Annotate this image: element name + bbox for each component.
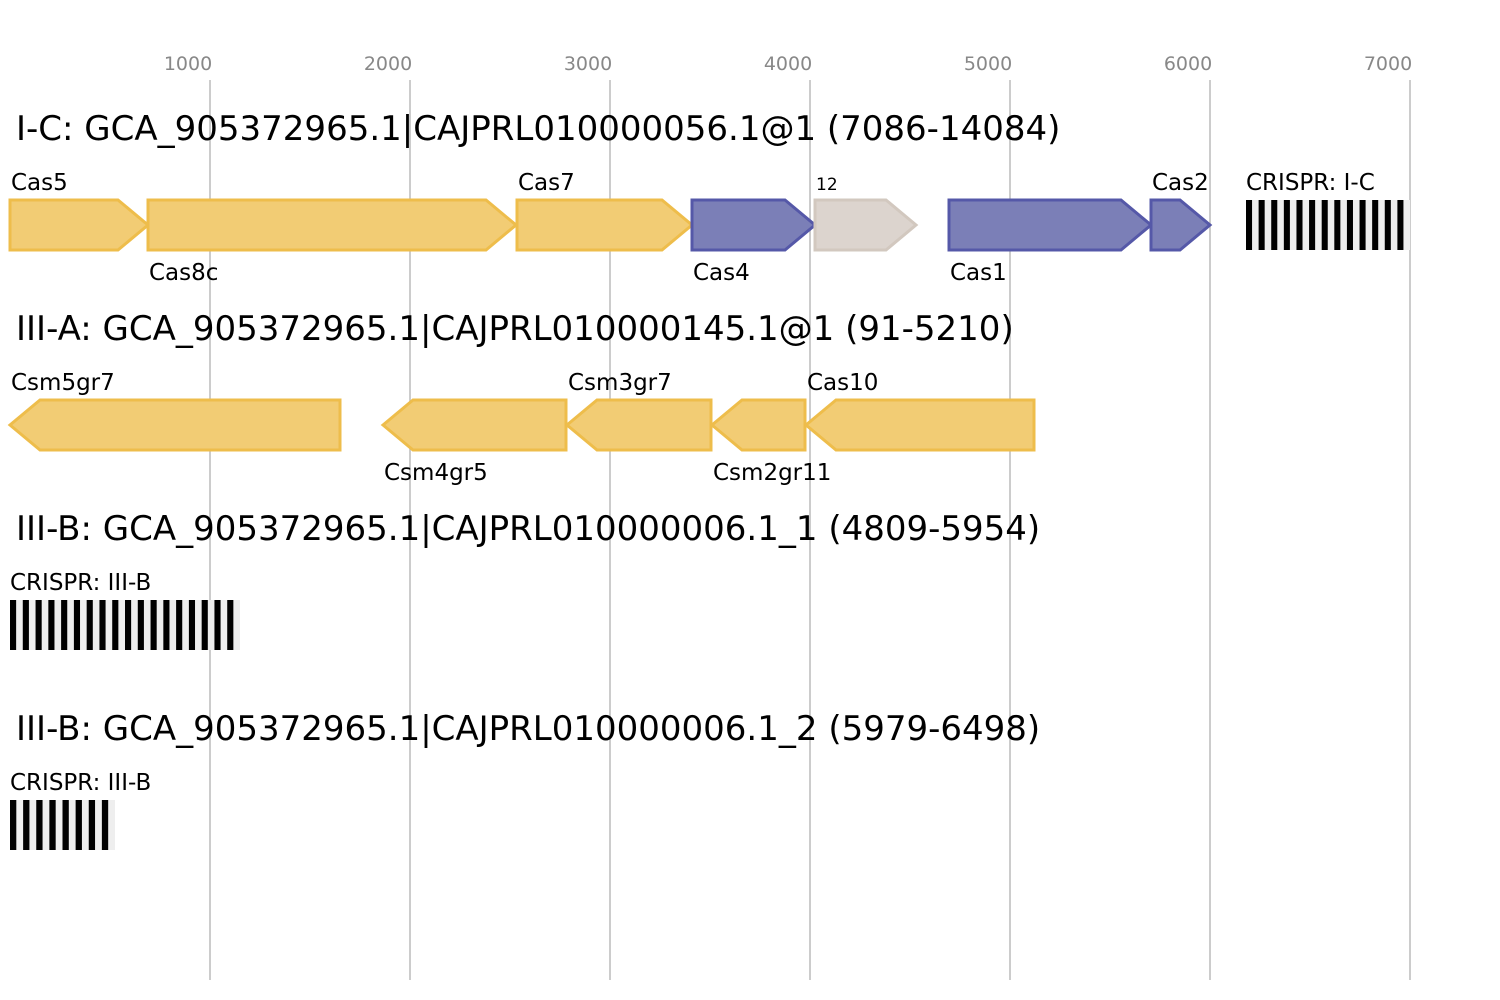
- crispr-label: CRISPR: III-B: [10, 570, 151, 596]
- crispr-repeat: [1397, 200, 1404, 250]
- crispr-repeat: [1258, 200, 1265, 250]
- crispr-repeat: [1334, 200, 1341, 250]
- crispr-repeat: [10, 600, 17, 650]
- gene-label: Cas7: [518, 170, 575, 196]
- axis-tick-label: 1000: [164, 53, 212, 75]
- gene-label: Cas8c: [149, 260, 218, 286]
- crispr-label: CRISPR: I-C: [1246, 170, 1375, 196]
- axis-tick-label: 7000: [1364, 53, 1412, 75]
- gene-arrow: [813, 198, 919, 252]
- gene-arrow: [380, 398, 568, 452]
- crispr-repeat: [1384, 200, 1391, 250]
- gene-arrow: [803, 398, 1036, 452]
- crispr-repeat: [86, 600, 93, 650]
- gene-arrow: [7, 398, 342, 452]
- gene-label: 12: [816, 175, 838, 195]
- gene-label: Cas5: [11, 170, 68, 196]
- gene-arrow: [564, 398, 713, 452]
- crispr-repeat: [99, 600, 106, 650]
- crispr-repeat: [75, 800, 82, 850]
- axis-tick-label: 4000: [764, 53, 812, 75]
- crispr-repeat: [73, 600, 81, 650]
- crispr-repeat: [112, 600, 119, 650]
- crispr-repeat: [176, 600, 183, 650]
- gene-label: Cas1: [950, 260, 1007, 286]
- axis-tick-label: 6000: [1164, 53, 1212, 75]
- crispr-repeat: [1296, 200, 1303, 250]
- gene-arrow: [1149, 198, 1213, 252]
- crispr-repeat: [1359, 200, 1366, 250]
- crispr-repeat: [1283, 200, 1290, 250]
- crispr-repeat: [214, 600, 221, 650]
- crispr-repeat: [201, 600, 208, 650]
- gene-arrow: [690, 198, 818, 252]
- crispr-repeat: [1246, 200, 1253, 250]
- crispr-repeat: [48, 600, 55, 650]
- axis-tick-label: 3000: [564, 53, 612, 75]
- gene-arrow: [146, 198, 519, 252]
- crispr-repeat: [125, 600, 132, 650]
- crispr-repeat: [10, 800, 17, 850]
- crispr-repeat: [150, 600, 157, 650]
- gene-label: Csm5gr7: [11, 370, 115, 396]
- gene-label: Cas4: [693, 260, 750, 286]
- gene-arrow: [515, 198, 695, 252]
- axis-tick-label: 5000: [964, 53, 1012, 75]
- crispr-repeat: [101, 800, 109, 850]
- crispr-repeat: [23, 800, 30, 850]
- gene-arrow: [8, 198, 151, 252]
- crispr-repeat: [1372, 200, 1379, 250]
- locus-title: I-C: GCA_905372965.1|CAJPRL010000056.1@1…: [16, 109, 1060, 149]
- locus-title: III-B: GCA_905372965.1|CAJPRL010000006.1…: [16, 709, 1040, 749]
- crispr-repeat: [137, 600, 144, 650]
- crispr-repeat: [62, 800, 69, 850]
- crispr-repeat: [163, 600, 170, 650]
- crispr-repeat: [49, 800, 56, 850]
- crispr-label: CRISPR: III-B: [10, 770, 151, 796]
- crispr-repeat: [1321, 200, 1328, 250]
- crispr-repeat: [1271, 200, 1278, 250]
- crispr-repeat: [36, 800, 43, 850]
- gene-label: Csm4gr5: [384, 460, 488, 486]
- crispr-repeat: [61, 600, 68, 650]
- crispr-repeat: [1346, 200, 1353, 250]
- gene-label: Cas2: [1152, 170, 1209, 196]
- crispr-repeat: [22, 600, 29, 650]
- crispr-repeat: [1309, 200, 1316, 250]
- gene-label: Cas10: [807, 370, 878, 396]
- gene-arrow: [947, 198, 1154, 252]
- crispr-repeat: [227, 600, 234, 650]
- gene-label: Csm2gr11: [713, 460, 831, 486]
- crispr-repeat: [188, 600, 196, 650]
- crispr-repeat: [35, 600, 42, 650]
- locus-title: III-A: GCA_905372965.1|CAJPRL010000145.1…: [16, 309, 1014, 349]
- gene-label: Csm3gr7: [568, 370, 672, 396]
- axis-tick-label: 2000: [364, 53, 412, 75]
- locus-title: III-B: GCA_905372965.1|CAJPRL010000006.1…: [16, 509, 1040, 549]
- gene-arrow: [709, 398, 807, 452]
- crispr-repeat: [88, 800, 96, 850]
